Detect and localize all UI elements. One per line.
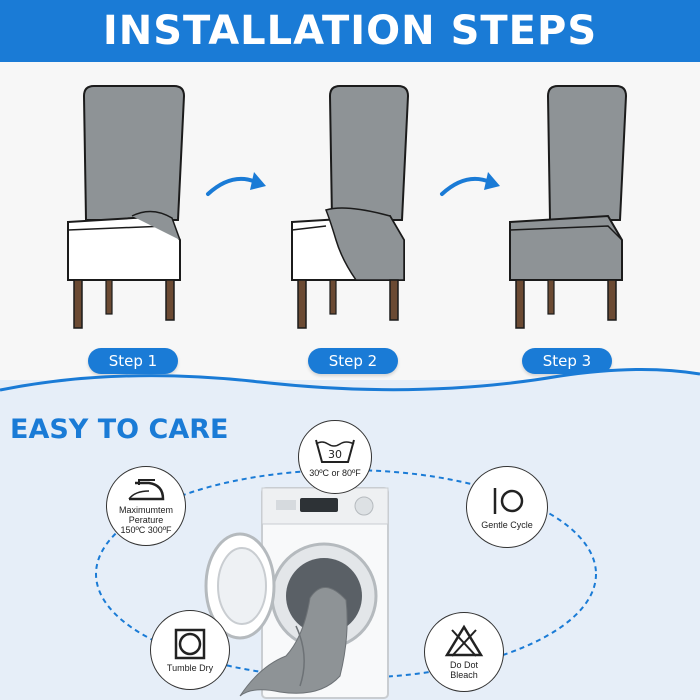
washing-machine-image xyxy=(204,487,389,699)
arrow-right-icon xyxy=(440,172,500,196)
gentle-cycle-label: Gentle Cycle xyxy=(481,520,533,530)
wave-divider xyxy=(0,367,700,410)
installation-steps-panel: Step 1 Step 2 Step 3 xyxy=(0,62,700,392)
no-bleach-label: Do Dot Bleach xyxy=(449,660,478,680)
care-badge-tumble: Tumble Dry xyxy=(150,610,230,690)
step-1-label: Step 1 xyxy=(88,348,178,374)
header-banner: INSTALLATION STEPS xyxy=(0,0,700,62)
page-title: INSTALLATION STEPS xyxy=(102,8,598,54)
iron-icon xyxy=(128,479,165,501)
step-2-label: Step 2 xyxy=(308,348,398,374)
tumble-dry-icon xyxy=(174,628,206,660)
step-3-label: Step 3 xyxy=(522,348,612,374)
care-badge-bleach: Do Dot Bleach xyxy=(424,612,504,692)
wash-label: 30ºC or 80ºF xyxy=(309,468,361,478)
wash-30-icon: 30 xyxy=(315,439,355,463)
wash-temperature-value: 30 xyxy=(328,448,342,461)
no-bleach-icon xyxy=(444,624,484,657)
care-title: EASY TO CARE xyxy=(10,414,229,445)
chair-step-2 xyxy=(291,85,410,329)
chair-step-3 xyxy=(509,85,628,329)
care-badge-gentle: Gentle Cycle xyxy=(466,466,548,548)
care-badge-wash: 30 30ºC or 80ºF xyxy=(298,420,372,494)
tumble-dry-label: Tumble Dry xyxy=(166,663,214,673)
chair-step-1 xyxy=(67,85,186,329)
iron-label: Maximumtem Perature 150ºC 300ºF xyxy=(118,505,173,535)
care-badge-iron: Maximumtem Perature 150ºC 300ºF xyxy=(106,466,186,546)
arrow-right-icon xyxy=(206,172,266,196)
gentle-cycle-icon xyxy=(493,488,524,514)
